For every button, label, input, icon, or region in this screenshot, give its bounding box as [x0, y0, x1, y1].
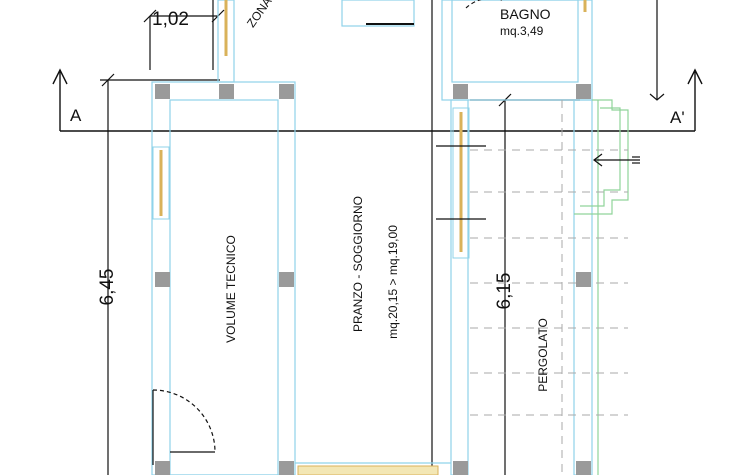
dimension-label-6-15: 6,15 [494, 272, 515, 310]
dim-6-45 [100, 73, 220, 475]
pergola-arrow-head [593, 153, 603, 167]
pergola-arrow [593, 153, 640, 167]
column [279, 461, 294, 475]
dim-left-tick-top [101, 73, 115, 87]
column [155, 272, 170, 287]
dim-6-15 [470, 93, 580, 475]
room-label-pergolato: PERGOLATO [536, 318, 550, 392]
pergola-inner [580, 107, 621, 207]
column [279, 272, 294, 287]
pergola-outer [574, 99, 629, 215]
wall-right-partition [450, 99, 469, 475]
wall-top-kitchen [341, 0, 415, 27]
walls [151, 0, 593, 475]
room-label-volume-tecnico: VOLUME TECNICO [224, 235, 238, 343]
window-right-frame [452, 107, 470, 259]
section-arrow-right-head [687, 68, 703, 85]
section-label-a-prime: A' [670, 108, 685, 127]
wall-top-stub [217, 0, 235, 83]
pergola-beams [470, 100, 628, 475]
column [155, 461, 170, 475]
column [576, 272, 591, 287]
column [576, 461, 591, 475]
cross-marks [436, 145, 486, 220]
column [453, 461, 468, 475]
wall-bagno-outer [441, 0, 593, 101]
column [219, 84, 234, 99]
section-arrow-left-head [52, 68, 68, 85]
bagno-door-arc [465, 0, 502, 9]
room-label-bagno: BAGNO [500, 6, 551, 22]
room-label-pranzo-soggiorno: PRANZO - SOGGIORNO [351, 195, 365, 332]
columns [155, 84, 591, 475]
room-area-bagno: mq.3,49 [500, 24, 544, 38]
wall-volume-inner [169, 99, 279, 475]
pergola-outline [574, 99, 629, 475]
column [279, 84, 294, 99]
column [453, 84, 468, 99]
wall-pergola-column [573, 99, 593, 475]
dimension-label-6-45: 6,45 [97, 268, 118, 306]
door-swing-arc [152, 389, 216, 453]
room-area-pranzo-soggiorno: mq.20,15 > mq.19,00 [386, 225, 400, 339]
section-label-a: A [70, 106, 82, 125]
wall-bagno-inner [451, 0, 579, 83]
structural-lines [212, 0, 665, 475]
doors [152, 0, 502, 465]
window-left-frame [152, 146, 170, 220]
window-bottom [297, 465, 439, 475]
right-top-arrow [649, 93, 665, 101]
windows [152, 0, 587, 475]
dimension-label-1-02: 1,02 [152, 9, 189, 30]
column [576, 84, 591, 99]
column [155, 84, 170, 99]
section-line [52, 68, 703, 132]
